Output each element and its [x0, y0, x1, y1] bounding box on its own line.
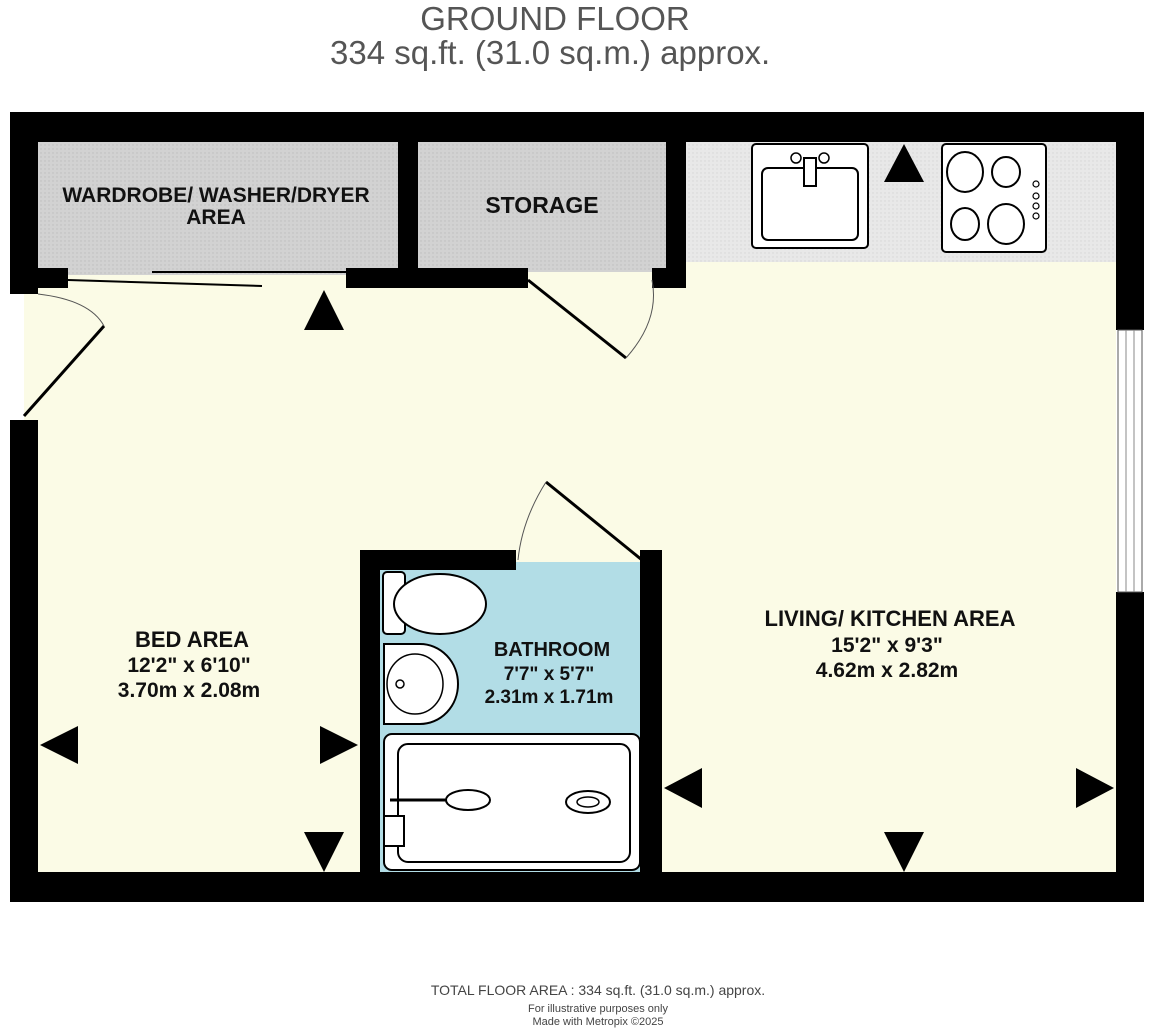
- arrow-left-bed-icon: [40, 726, 78, 764]
- bed-area-name: BED AREA: [135, 627, 249, 652]
- bathroom-name: BATHROOM: [494, 639, 610, 661]
- storage-area-fill: [418, 140, 666, 272]
- shower-tray-icon: [383, 733, 641, 871]
- window: [1117, 329, 1143, 593]
- wall-right-upper: [1116, 112, 1144, 330]
- wall-bath-top: [360, 550, 516, 570]
- toilet-icon: [382, 571, 487, 635]
- wall-storage-bottom-left: [398, 268, 528, 288]
- arrow-right-bed-icon: [320, 726, 358, 764]
- wardrobe-label-line1: WARDROBE/ WASHER/DRYER: [62, 184, 369, 207]
- bed-area-metric: 3.70m x 2.08m: [118, 679, 260, 702]
- wardrobe-label-line2: AREA: [186, 206, 246, 229]
- arrow-left-living-icon: [664, 768, 702, 808]
- arrow-up-wardrobe-icon: [304, 290, 344, 330]
- bathroom-imperial: 7'7" x 5'7": [504, 664, 594, 685]
- credit: Made with Metropix ©2025: [532, 1016, 664, 1028]
- living-area-imperial: 15'2" x 9'3": [831, 634, 943, 657]
- floor-area-subtitle: 334 sq.ft. (31.0 sq.m.) approx.: [330, 34, 771, 71]
- hob-icon: [941, 143, 1047, 253]
- kitchen-sink-icon: [751, 143, 869, 249]
- wall-bottom: [10, 872, 1144, 902]
- wall-left-lower: [10, 420, 38, 902]
- disclaimer: For illustrative purposes only: [527, 1003, 668, 1015]
- wall-bath-right: [640, 550, 662, 900]
- bed-area-imperial: 12'2" x 6'10": [127, 654, 250, 677]
- wall-wardrobe-storage: [398, 112, 418, 288]
- wall-storage-bottom-right: [652, 268, 686, 288]
- total-floor-area: TOTAL FLOOR AREA : 334 sq.ft. (31.0 sq.m…: [430, 982, 766, 998]
- basin-icon: [383, 643, 459, 725]
- bathroom-metric: 2.31m x 1.71m: [485, 687, 614, 708]
- arrow-down-bed-icon: [304, 832, 344, 872]
- wall-top: [10, 112, 1144, 142]
- wall-bath-left: [360, 550, 380, 900]
- storage-label: STORAGE: [485, 192, 598, 218]
- wall-storage-kitchen: [666, 112, 686, 288]
- arrow-right-living-icon: [1076, 768, 1114, 808]
- wall-left-upper: [10, 112, 38, 294]
- wall-right-lower: [1116, 592, 1144, 902]
- arrow-down-living-icon: [884, 832, 924, 872]
- living-area-name: LIVING/ KITCHEN AREA: [765, 606, 1016, 631]
- living-area-metric: 4.62m x 2.82m: [816, 659, 958, 682]
- floor-title: GROUND FLOOR: [420, 0, 690, 37]
- arrow-up-kitchen-icon: [884, 144, 924, 182]
- wardrobe-area-fill: [38, 140, 398, 275]
- wall-wardrobe-bottom-left: [10, 268, 68, 288]
